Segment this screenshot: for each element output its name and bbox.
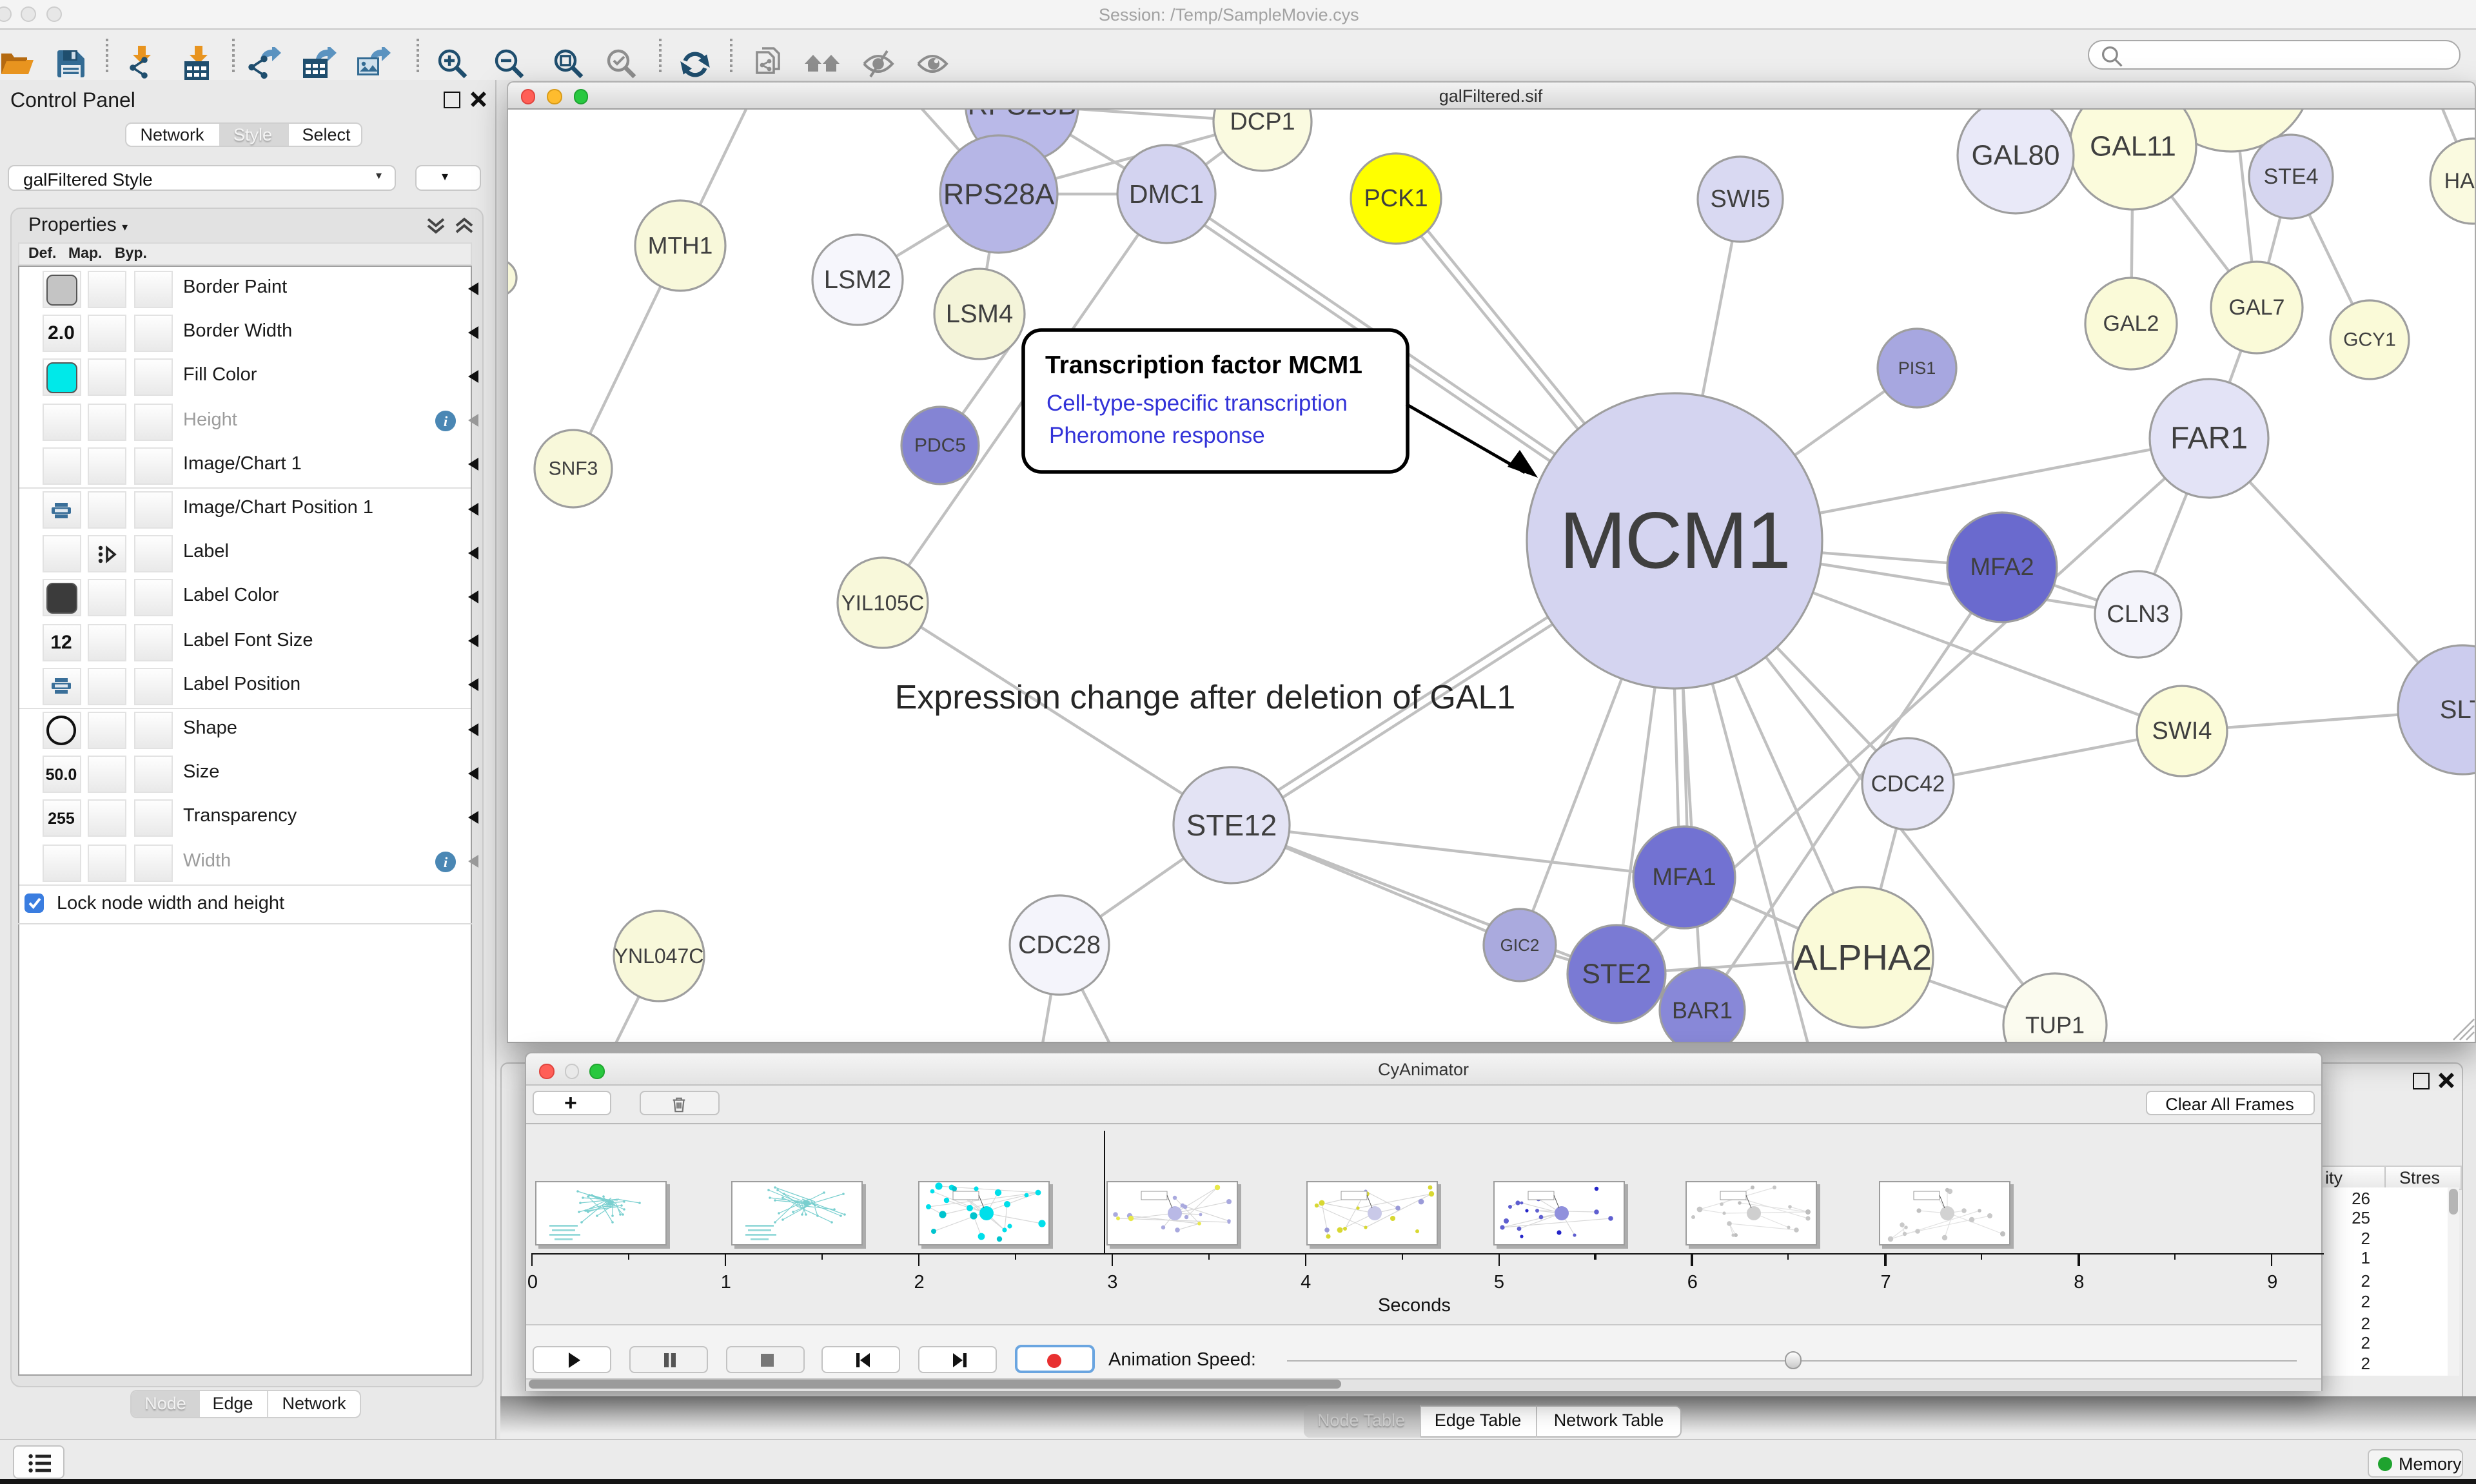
svg-text:ALPHA2: ALPHA2: [1793, 937, 1932, 978]
svg-text:SNF3: SNF3: [548, 458, 598, 480]
svg-text:YIL105C: YIL105C: [841, 591, 923, 615]
svg-text:STE2: STE2: [1581, 959, 1651, 990]
svg-text:CLN3: CLN3: [2106, 601, 2168, 628]
svg-text:SWI5: SWI5: [1710, 186, 1770, 213]
svg-text:GAL7: GAL7: [2228, 295, 2284, 320]
svg-text:DCP1: DCP1: [1229, 110, 1294, 135]
svg-text:BAR1: BAR1: [1671, 997, 1732, 1024]
svg-text:RPS28A: RPS28A: [943, 178, 1054, 211]
svg-text:TUP1: TUP1: [2025, 1012, 2084, 1039]
svg-text:FAR1: FAR1: [2170, 422, 2247, 456]
svg-text:GAL2: GAL2: [2103, 311, 2159, 336]
svg-text:CDC28: CDC28: [1017, 932, 1100, 959]
svg-text:Pheromone response: Pheromone response: [1048, 423, 1264, 448]
svg-text:PIS1: PIS1: [1898, 358, 1936, 378]
svg-text:GAL11: GAL11: [2089, 131, 2176, 162]
svg-text:Transcription factor MCM1: Transcription factor MCM1: [1045, 351, 1362, 379]
svg-text:SLT: SLT: [2439, 696, 2475, 724]
svg-text:MFA1: MFA1: [1651, 864, 1715, 891]
svg-text:HAP2: HAP2: [2444, 169, 2475, 193]
svg-text:i: i: [444, 854, 448, 870]
svg-text:MFA2: MFA2: [1969, 554, 2033, 581]
svg-text:DMC1: DMC1: [1128, 179, 1203, 209]
svg-text:GCY1: GCY1: [2343, 329, 2395, 351]
svg-text:LSM4: LSM4: [945, 300, 1013, 328]
svg-text:i: i: [444, 413, 448, 429]
svg-text:Expression change after deleti: Expression change after deletion of GAL1: [894, 679, 1515, 716]
svg-text:STE4: STE4: [2263, 164, 2317, 189]
svg-text:PCK1: PCK1: [1363, 185, 1427, 212]
svg-text:CDC42: CDC42: [1871, 772, 1945, 797]
svg-text:SWI4: SWI4: [2152, 718, 2212, 745]
svg-text:PDC5: PDC5: [914, 435, 965, 456]
svg-text:GIC2: GIC2: [1500, 935, 1539, 955]
svg-text:Cell-type-specific transcripti: Cell-type-specific transcription: [1046, 391, 1347, 416]
svg-text:GAL80: GAL80: [1971, 140, 2059, 171]
svg-text:YNL047C: YNL047C: [614, 944, 703, 968]
svg-text:RPS28B: RPS28B: [967, 110, 1076, 121]
svg-text:MTH1: MTH1: [647, 233, 712, 259]
svg-text:LSM2: LSM2: [823, 266, 891, 294]
svg-text:STE12: STE12: [1186, 808, 1277, 842]
svg-text:MCM1: MCM1: [1558, 496, 1789, 585]
